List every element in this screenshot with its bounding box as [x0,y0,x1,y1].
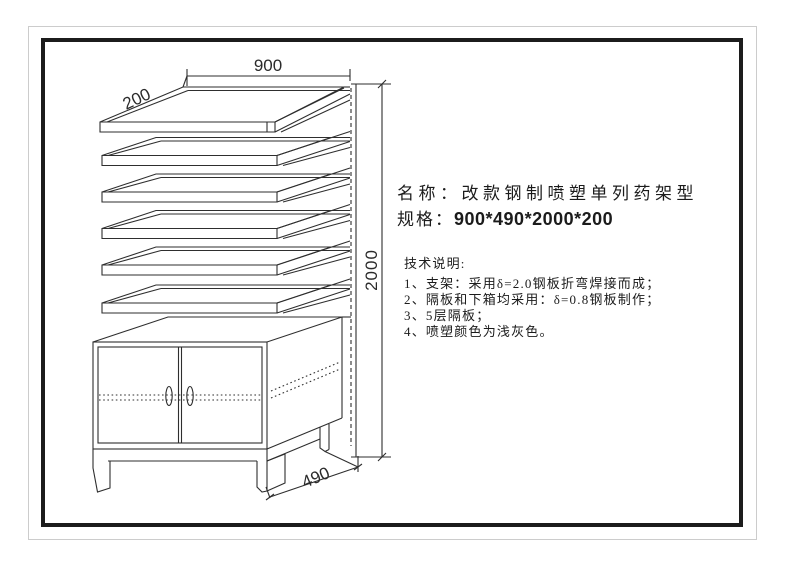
shelf-bracket-lines [276,130,351,167]
shelf-front-edge [101,191,278,203]
door-handle-right [186,385,194,407]
shelf-top-face [101,246,332,266]
base-cabinet [92,316,351,493]
shelf-top-face [101,284,332,304]
shelf-top-face [101,209,332,230]
depth490-dimension-line [269,466,359,498]
tech-note-item: 4、喷塑颜色为浅灰色。 [404,324,554,339]
spec-label: 规格： [397,210,454,229]
shelf-lip-diagonal [107,287,162,304]
shelf-lip-diagonal [107,140,162,157]
shelf-bracket-lines [274,87,351,133]
tech-note-item: 3、5层隔板； [404,308,491,323]
door-handle-left [165,385,173,407]
shelf-lip-diagonal [107,249,162,266]
shelf-boards [101,130,351,314]
width-dimension: 900 [182,56,351,88]
cabinet-side-bottom-edge [266,417,343,450]
top-shelf-board [99,86,351,133]
depth490-ext-back [324,451,359,468]
upright-post [350,79,391,462]
tech-notes: 技术说明: 1、支架：采用δ=2.0钢板折弯焊接而成； 2、隔板和下箱均采用：δ… [404,256,660,340]
shelf-top-face [101,136,332,157]
title-block: 名称：改款钢制喷塑单列药架型 规格：900*490*2000*200 [397,182,698,232]
outer-border [28,26,757,540]
right-leg [256,449,268,493]
cabinet-top-face [92,316,343,343]
height-dimension-ticks [377,79,387,462]
shelf-bracket-lines [276,203,351,240]
shelf-lip-diagonal [107,176,162,193]
tech-note-item: 1、支架：采用δ=2.0钢板折弯焊接而成； [404,276,661,291]
back-leg [319,424,330,453]
side-dotted-lines [270,361,341,399]
height-dimension-label: 2000 [362,249,381,291]
shelf-top-face [101,173,332,193]
shelf-front-edge [99,121,276,133]
shelf-lip-diagonal [107,213,162,230]
product-spec-line: 规格：900*490*2000*200 [397,207,698,232]
shelf-bracket-lines [276,240,351,276]
depth490-ext-left [265,486,271,499]
shelf-lip-diagonal [106,89,189,123]
shelf-bracket-lines [276,167,351,203]
shelf-front-edge [101,227,278,240]
shelf-front-edge [101,302,278,314]
cabinet-doors [97,346,263,444]
shelf-bracket-lines [276,278,351,314]
cabinet-depth-label: 490 [299,463,333,492]
product-name-line: 名称：改款钢制喷塑单列药架型 [397,184,698,203]
cabinet-depth-dimension: 490 [265,451,363,501]
door-divider [177,347,183,443]
width-dimension-connector [182,75,188,88]
tech-note-item: 2、隔板和下箱均采用：δ=0.8钢板制作； [404,292,661,307]
width-dimension-label: 900 [254,56,282,75]
tech-notes-heading: 技术说明: [404,256,466,271]
shelf-front-edge [101,264,278,276]
right-leg-side [266,453,286,492]
left-leg [92,449,111,493]
shelf-front-edge [101,154,278,167]
spec-value: 900*490*2000*200 [454,209,614,229]
depth490-ticks [265,463,363,501]
door-dotted-lines [99,394,261,401]
